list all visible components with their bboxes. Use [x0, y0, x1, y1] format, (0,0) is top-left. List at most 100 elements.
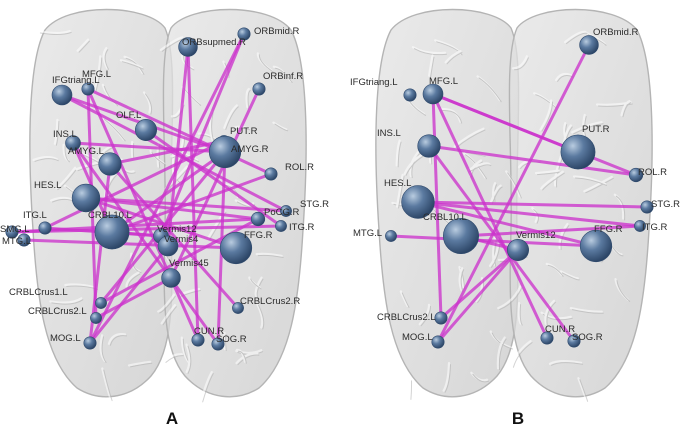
node-MFG	[81, 82, 95, 96]
node-label-Vermis12: Vermis12	[157, 224, 197, 235]
node-STG	[280, 205, 292, 217]
node-label-FFG: FFG.R	[594, 224, 623, 235]
node-SOG	[567, 334, 581, 348]
node-IFGtriang	[51, 84, 73, 106]
node-ORBmid	[237, 27, 251, 41]
node-label-MFG: MFG.L	[429, 76, 458, 87]
connection-edge-INS-AMYGR	[71, 141, 227, 154]
node-SOG	[211, 337, 225, 351]
node-label-MTG: MTG.L	[2, 236, 31, 247]
node-label-STG: STG.R	[651, 199, 680, 210]
node-label-ROL: ROL.R	[638, 167, 667, 178]
node-AMYGR	[208, 135, 242, 169]
node-PUT	[560, 134, 596, 170]
node-label-Vermis12: Vermis12	[516, 230, 556, 241]
connection-edge-MTG-FFG	[22, 238, 238, 250]
node-label-CRBLCrus2L: CRBLCrus2.L	[28, 306, 87, 317]
node-IFGtriang	[403, 88, 417, 102]
connection-edge-MFG-CUN	[431, 92, 549, 340]
node-label-ITGR: ITG.R	[289, 222, 314, 233]
connection-edge-CRBL10-ROL	[110, 172, 273, 234]
node-label-PoCG: PoCG.R	[264, 207, 300, 218]
connection-edge-AMYGL-PUT	[108, 139, 226, 166]
node-CRBL10	[442, 218, 479, 255]
connection-edge-Vermis12-MOG	[436, 248, 520, 344]
node-Vermis45	[161, 268, 181, 288]
node-label-ITGR: ITG.R	[642, 222, 667, 233]
node-label-Vermis4: Vermis4	[164, 234, 198, 245]
edge-layer	[389, 43, 649, 344]
node-label-ORBmid: ORBmid.R	[254, 26, 300, 37]
node-MOG	[83, 336, 97, 350]
node-label-IFGtriang: IFGtriang.L	[52, 75, 100, 86]
node-label-CRBLCrus2L: CRBLCrus2.L	[377, 312, 436, 323]
right-hemisphere	[162, 8, 307, 398]
node-CRBLCrus1	[95, 297, 107, 309]
node-label-ORBinf: ORBinf.R	[263, 71, 303, 82]
connection-edge-AMYGL-CRBLCrus2R	[108, 162, 240, 310]
node-label-Vermis45: Vermis45	[169, 258, 209, 269]
connection-edge-ORBmid-MOG	[88, 32, 246, 345]
connection-edge-ITGL-PUT	[43, 139, 226, 230]
node-FFG	[579, 229, 613, 263]
connection-edge-CRBL10-AMYGR	[110, 150, 227, 234]
connection-edge-MFG-CUN	[86, 87, 200, 342]
brain-outline	[29, 8, 307, 403]
node-SMG	[5, 225, 19, 239]
node-label-AMYGL: AMYG.L	[68, 146, 104, 157]
node-ITGL	[38, 221, 52, 235]
connection-edge-MFG-PUT	[431, 92, 580, 154]
connection-edge-Vermis4-MOG	[88, 244, 170, 345]
connection-edge-Vermis45-CRBLCrus2L	[94, 276, 173, 320]
connection-edge-HES-ITGR	[416, 200, 642, 228]
node-ORBsupmed	[178, 37, 198, 57]
node-label-ROL: ROL.R	[285, 162, 314, 173]
node-MTG	[385, 230, 397, 242]
panel-b-label: B	[512, 409, 524, 428]
node-HES	[71, 183, 101, 213]
node-CUN	[540, 331, 554, 345]
connection-edge-MTG-FFG	[389, 234, 598, 248]
node-label-CRBL10: CRBL10.L	[423, 212, 467, 223]
connection-edge-CRBLCrus2L-Vermis12	[439, 248, 520, 320]
node-label-PUT: PUT.R	[230, 126, 258, 137]
edge-layer	[10, 32, 288, 346]
node-ITGR	[275, 220, 287, 232]
connection-edge-MFG-ROL	[86, 87, 273, 176]
node-CRBLCrus2L	[434, 311, 448, 325]
node-PoCG	[250, 211, 266, 227]
connection-edge-AMYGR-CRBLCrus1	[99, 150, 227, 305]
node-label-FFG: FFG.R	[244, 230, 273, 241]
node-label-CRBLCrus2R: CRBLCrus2.R	[240, 296, 300, 307]
node-label-INS: INS.L	[377, 128, 401, 139]
connection-edge-CRBL10-ITGR	[459, 224, 642, 238]
connection-edge-HES-PoCG	[84, 196, 260, 221]
node-INS	[65, 135, 81, 151]
node-label-STG: STG.R	[300, 199, 329, 210]
node-label-HES: HES.L	[34, 180, 61, 191]
node-label-MOG: MOG.L	[402, 332, 433, 343]
node-MTG	[17, 233, 31, 247]
node-ORBmid	[579, 35, 599, 55]
node-FFG	[219, 231, 253, 265]
node-ITGR	[634, 220, 646, 232]
node-label-OLF: OLF.L	[116, 110, 141, 121]
connection-edge-INS-ROL	[427, 144, 638, 177]
node-label-SOG: SOG.R	[572, 332, 603, 343]
node-STG	[640, 200, 654, 214]
node-label-AMYGR: AMYG.R	[231, 144, 269, 155]
node-CRBL10	[94, 214, 130, 250]
panel-a-label: A	[166, 409, 178, 428]
node-label-CRBL10: CRBL10.L	[88, 210, 132, 221]
node-label-HES: HES.L	[384, 178, 411, 189]
node-INS	[417, 134, 441, 158]
node-label-CRBLCrus1: CRBLCrus1.L	[9, 287, 68, 298]
node-label-SMG: SMG.L	[0, 224, 30, 235]
node-AMYGL	[98, 152, 122, 176]
connection-edge-HES-FFG	[416, 200, 598, 248]
node-CUN	[191, 333, 205, 347]
